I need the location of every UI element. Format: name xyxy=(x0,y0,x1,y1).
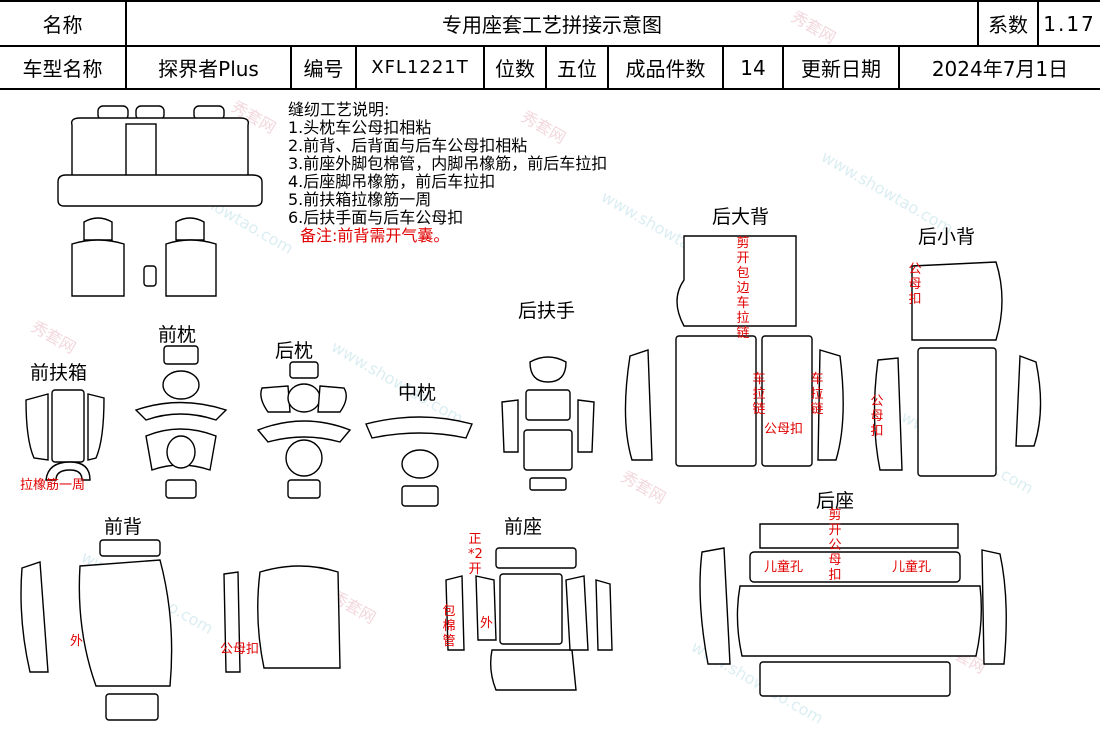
svg-text:秀套网: 秀套网 xyxy=(788,7,839,47)
front-headrest-pieces xyxy=(134,345,228,499)
header-row-divider xyxy=(0,45,1100,47)
model-value: 探界者Plus xyxy=(158,57,259,81)
header-col-divider xyxy=(782,45,784,90)
notes-item: 6.后扶手面与后车公母扣 xyxy=(288,208,464,227)
header-col-divider xyxy=(722,45,724,90)
notes-remark: 备注:前背需开气囊。 xyxy=(300,226,450,245)
note-piping: 包棉管 xyxy=(442,604,456,649)
update-label: 更新日期 xyxy=(801,57,881,81)
notes-title: 缝纫工艺说明: xyxy=(288,100,390,119)
note-snap-front-back: 公母扣 xyxy=(220,642,260,657)
header-col-divider xyxy=(483,45,485,90)
label-front-back: 前背 xyxy=(104,516,143,538)
label-front-seat: 前座 xyxy=(504,516,543,538)
notes-item: 3.前座外脚包棉管，内脚吊橡筋，前后车拉扣 xyxy=(288,154,608,173)
header-col-divider xyxy=(977,0,979,46)
label-front-armrest-box: 前扶箱 xyxy=(30,362,88,384)
notes-item: 2.前背、后背面与后车公母扣相粘 xyxy=(288,136,528,155)
label-rear-small-back: 后小背 xyxy=(918,226,976,248)
label-front-headrest: 前枕 xyxy=(158,324,197,346)
label-rear-armrest: 后扶手 xyxy=(518,300,576,322)
note-snap-small-back-side: 公母扣 xyxy=(870,394,884,439)
note-child-left: 儿童孔 xyxy=(764,560,804,575)
front-armrest-box-pieces xyxy=(25,389,105,481)
header-col-divider xyxy=(125,0,127,90)
label-rear-big-back: 后大背 xyxy=(712,206,770,228)
header-border-bottom xyxy=(0,88,1100,90)
rear-big-back-pieces xyxy=(624,235,844,467)
note-outer-front-seat: 外 xyxy=(480,616,494,631)
header-col-divider xyxy=(355,45,357,90)
header-col-divider xyxy=(898,45,900,90)
notes-item: 5.前扶箱拉橡筋一周 xyxy=(288,190,432,209)
header-col-divider xyxy=(1037,0,1039,46)
name-label: 名称 xyxy=(42,13,83,37)
note-outer-front-back: 外 xyxy=(70,634,84,649)
note-snap-mid: 公母扣 xyxy=(764,422,804,437)
note-snap-small-back-top: 公母扣 xyxy=(908,262,922,307)
svg-text:秀套网: 秀套网 xyxy=(28,317,79,357)
rear-armrest-pieces xyxy=(501,356,595,491)
note-zip-left: 车拉链 xyxy=(752,372,766,417)
code-value: XFL1221T xyxy=(371,57,469,78)
note-cut-edge-zip: 剪开包边车拉链 xyxy=(736,236,750,341)
middle-headrest-pieces xyxy=(365,416,473,507)
rear-seat-pieces xyxy=(699,523,1007,697)
overview-rear-seat xyxy=(57,105,263,207)
page-title: 专用座套工艺拼接示意图 xyxy=(442,13,662,37)
note-elastic-loop: 拉橡筋一周 xyxy=(20,478,86,493)
front-back-pieces xyxy=(20,539,341,721)
label-middle-headrest: 中枕 xyxy=(398,382,437,404)
update-value: 2024年7月1日 xyxy=(931,57,1069,81)
label-rear-seat: 后座 xyxy=(816,490,855,512)
overview-front-seats xyxy=(71,217,217,297)
pieces-value: 14 xyxy=(740,55,766,80)
code-label: 编号 xyxy=(303,57,344,81)
front-seat-pieces xyxy=(445,547,613,691)
pieces-label: 成品件数 xyxy=(625,57,706,81)
rear-headrest-pieces xyxy=(256,361,352,499)
rear-small-back-pieces xyxy=(873,261,1042,477)
svg-text:秀套网: 秀套网 xyxy=(618,467,669,507)
factor-label: 系数 xyxy=(988,13,1028,37)
factor-value: 1.17 xyxy=(1043,11,1096,36)
header-table: 名称 专用座套工艺拼接示意图 系数 1.17 车型名称 探界者Plus 编号 X… xyxy=(0,0,1100,90)
note-rear-seat-cut: 剪开公母扣 xyxy=(828,508,842,583)
header-col-divider xyxy=(545,45,547,90)
header-border-top xyxy=(0,0,1100,2)
note-child-right: 儿童孔 xyxy=(892,560,932,575)
notes-item: 4.后座脚吊橡筋，前后车拉扣 xyxy=(288,172,496,191)
notes-item: 1.头枕车公母扣相粘 xyxy=(288,118,432,137)
note-zip-right: 车拉链 xyxy=(810,372,824,417)
model-label: 车型名称 xyxy=(22,57,103,81)
sewing-notes: 缝纫工艺说明: 1.头枕车公母扣相粘 2.前背、后背面与后车公母扣相粘 3.前座… xyxy=(288,101,607,245)
seats-value: 五位 xyxy=(557,57,597,81)
header-col-divider xyxy=(607,45,609,90)
header-col-divider xyxy=(290,45,292,90)
seats-label: 位数 xyxy=(495,57,535,81)
label-rear-headrest: 后枕 xyxy=(275,340,314,362)
note-front-seat-mark: 正*2开 xyxy=(468,532,483,577)
